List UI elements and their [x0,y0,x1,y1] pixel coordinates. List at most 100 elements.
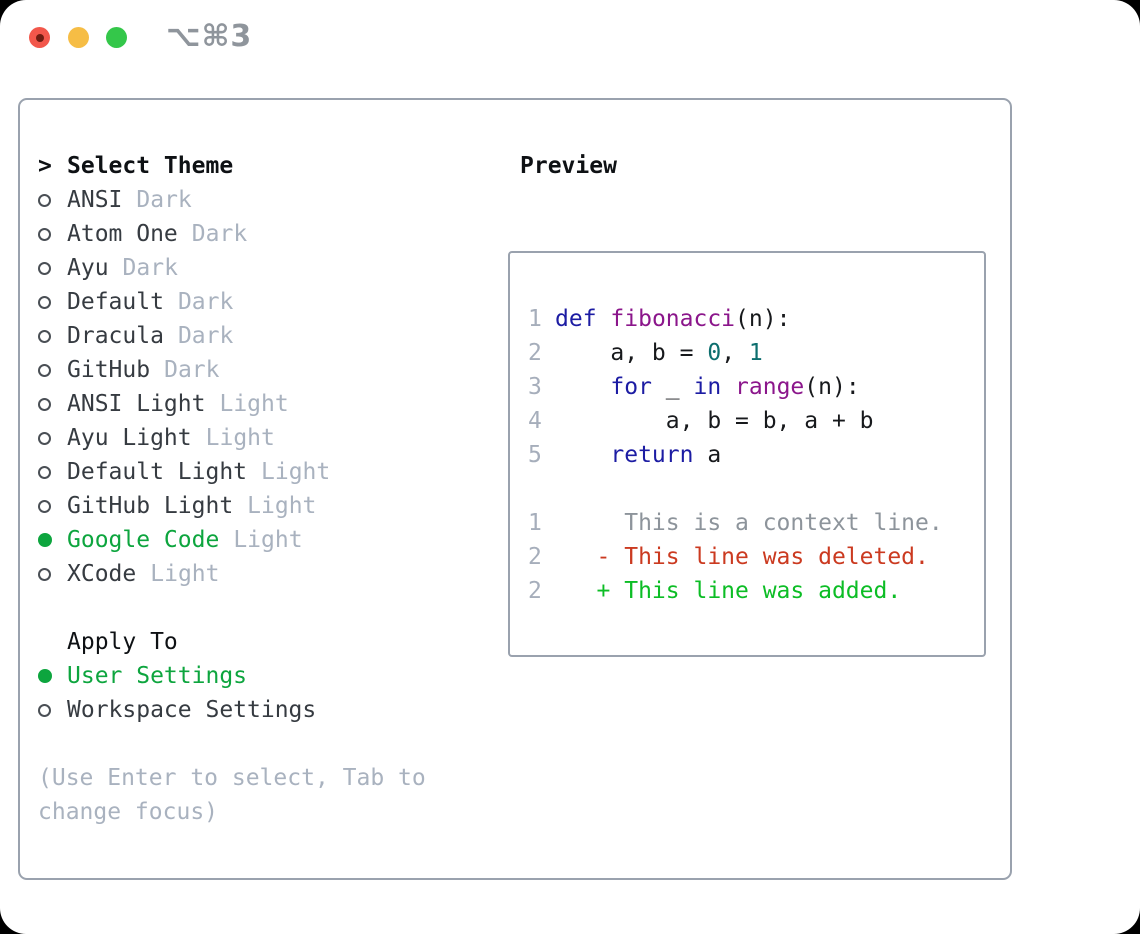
titlebar: ⌥⌘3 [0,0,1140,98]
code-segment: (n): [804,374,860,400]
theme-item[interactable]: GitHub Light Light [38,489,426,523]
theme-item-name: GitHub [67,357,151,383]
code-segment [555,374,610,400]
preview-blank-line [528,472,984,506]
marker-cell [38,363,67,377]
diff-line-deleted: 2 - This line was deleted. [528,540,984,574]
code-segment [721,374,735,400]
keyboard-hint-line: (Use Enter to select, Tab to [38,765,426,791]
theme-item-variant: Dark [136,187,192,213]
apply-option-label: Workspace Settings [67,697,317,723]
radio-icon [38,397,51,411]
apply-option[interactable]: Workspace Settings [38,693,426,727]
line-number: 4 [528,408,542,434]
code-segment: (n): [735,306,791,332]
theme-item[interactable]: Google Code Light [38,523,426,557]
minimize-button[interactable] [68,27,89,48]
radio-icon [38,261,51,275]
diff-line-added: 2 + This line was added. [528,574,984,608]
selection-chevron-icon: > [38,153,52,179]
theme-item-variant: Light [233,527,303,553]
marker-cell [38,329,67,343]
marker-cell [38,397,67,411]
marker-cell [38,499,67,513]
theme-item-name: Ayu [67,255,109,281]
theme-item-name: XCode [67,561,137,587]
marker-cell [38,669,67,683]
theme-item[interactable]: XCode Light [38,557,426,591]
code-segment [555,442,610,468]
line-number: 2 [528,544,542,570]
radio-icon [38,567,51,581]
theme-item-variant: Light [205,425,275,451]
code-segment: 1 [748,340,763,366]
marker-cell [38,465,67,479]
theme-item[interactable]: Default Dark [38,285,426,319]
code-line: 5 return a [528,438,984,472]
theme-item-variant: Dark [177,289,234,315]
apply-to-title: Apply To [67,629,178,655]
preview-title: Preview [520,153,617,179]
apply-option-label: User Settings [67,663,248,689]
theme-item-variant: Dark [122,255,178,281]
close-button[interactable] [29,27,50,48]
line-number: 1 [528,510,542,536]
radio-icon [38,465,51,479]
marker-cell [38,431,67,445]
radio-icon [38,295,51,309]
code-segment: , [721,340,749,366]
theme-item[interactable]: GitHub Dark [38,353,426,387]
theme-list-title: Select Theme [67,153,234,179]
line-number: 5 [528,442,542,468]
code-segment: a [693,442,722,468]
theme-item-variant: Light [247,493,317,519]
theme-item-name: GitHub Light [67,493,234,519]
theme-item-name: Default [67,289,164,315]
line-number: 2 [528,340,542,366]
theme-item-variant: Dark [177,323,234,349]
radio-selected-icon [38,533,52,547]
theme-item-name: Ayu Light [67,425,192,451]
marker-cell [38,261,67,275]
code-segment: 0 [707,340,722,366]
code-line: 4 a, b = b, a + b [528,404,984,438]
radio-icon [38,193,51,207]
code-segment: in [693,374,722,400]
theme-item-variant: Light [150,561,220,587]
theme-item[interactable]: Ayu Dark [38,251,426,285]
code-segment: fibonacci [610,306,736,332]
zoom-button[interactable] [106,27,127,48]
code-segment: _ [651,374,694,400]
theme-item[interactable]: Ayu Light Light [38,421,426,455]
theme-item-variant: Dark [164,357,220,383]
marker-cell [38,703,67,717]
code-segment: def [555,306,597,332]
marker-cell [38,567,67,581]
marker-cell [38,295,67,309]
line-number: 2 [528,578,542,604]
theme-item-variant: Dark [191,221,248,247]
apply-option[interactable]: User Settings [38,659,426,693]
diff-text: - This line was deleted. [555,544,929,570]
marker-cell [38,227,67,241]
marker-cell [38,533,67,547]
theme-item-name: Atom One [67,221,178,247]
code-line: 3 for _ in range(n): [528,370,984,404]
radio-icon [38,329,51,343]
theme-item[interactable]: Atom One Dark [38,217,426,251]
radio-icon [38,499,51,513]
theme-item-name: Google Code [67,527,220,553]
keyboard-hint-line: change focus) [38,799,219,825]
